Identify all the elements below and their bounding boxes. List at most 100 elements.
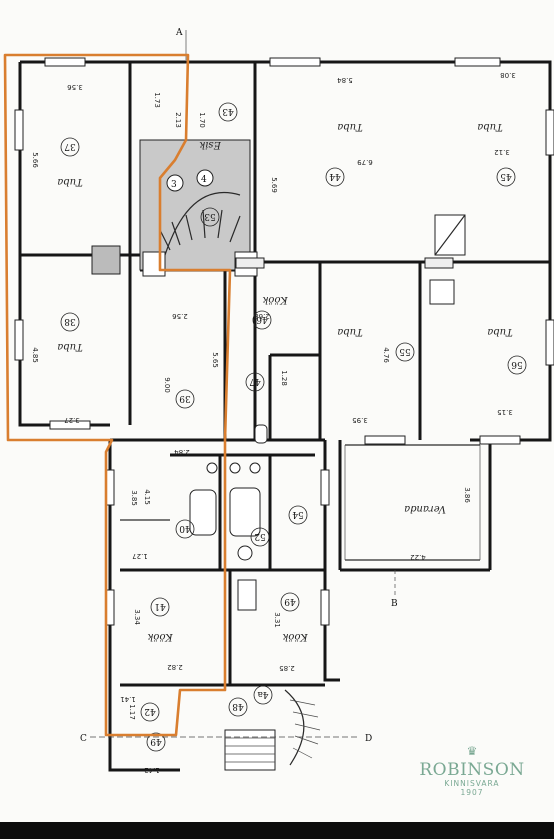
room-number-circle bbox=[60, 312, 80, 332]
stairwell: 3 4 bbox=[139, 139, 251, 271]
dimension-d13: 9.00 bbox=[163, 377, 171, 393]
dimension-d27: 2.82 bbox=[167, 663, 183, 671]
dimension-d11: 4.85 bbox=[31, 347, 39, 363]
room-number-circle bbox=[496, 167, 516, 187]
room-number-r55: 55 bbox=[399, 346, 411, 356]
room-name-r41: Köök bbox=[147, 631, 173, 642]
brand-name: ROBINSON bbox=[419, 760, 524, 780]
room-number-r42: 42 bbox=[144, 706, 155, 716]
dimension-d25: 3.34 bbox=[133, 609, 141, 625]
room-number-r43: 43 bbox=[222, 106, 234, 116]
dimension-d28: 1.41 bbox=[120, 695, 136, 703]
dimension-d4: 2.13 bbox=[174, 112, 182, 128]
room-name-r43: Esik bbox=[199, 139, 222, 150]
room-number-circle bbox=[218, 102, 238, 122]
section-marker-a-top: A bbox=[175, 28, 183, 38]
room-name-r46: Köök bbox=[262, 294, 288, 305]
room-number-circle bbox=[146, 732, 166, 752]
room-name-r45: Tuba bbox=[477, 121, 503, 132]
dimension-d24: 1.27 bbox=[132, 552, 148, 560]
dimension-d29: 1.17 bbox=[128, 704, 136, 720]
room-number-circle bbox=[228, 697, 248, 717]
room-number-circle bbox=[288, 505, 308, 525]
brand-sub: KINNISVARA bbox=[444, 779, 499, 788]
room-number-circle bbox=[253, 685, 273, 705]
dimension-d15: 2.56 bbox=[172, 312, 188, 320]
section-marker-c: C bbox=[80, 734, 87, 744]
dimension-d31: 4.22 bbox=[410, 553, 426, 561]
room-number-circle bbox=[60, 137, 80, 157]
dimension-d19: 3.95 bbox=[352, 416, 368, 424]
room-number-r39: 39 bbox=[179, 393, 191, 403]
room-number-r49: 49 bbox=[150, 736, 162, 746]
dimension-d6: 5.84 bbox=[337, 76, 353, 84]
room-number-circle bbox=[140, 702, 160, 722]
interior-walls bbox=[20, 62, 550, 685]
room-number-circle bbox=[280, 592, 300, 612]
dimension-d1: 3.56 bbox=[67, 83, 83, 91]
windows bbox=[14, 57, 554, 626]
room-name-r37: Tuba bbox=[57, 176, 83, 187]
dimension-d32: 3.86 bbox=[463, 487, 471, 503]
section-marker-d: D bbox=[365, 734, 372, 744]
dimension-d22: 4.15 bbox=[143, 489, 151, 505]
dimension-d26: 3.31 bbox=[273, 612, 281, 628]
stair-number-3: 3 bbox=[171, 180, 177, 190]
dimension-d5: 1.70 bbox=[198, 112, 206, 128]
room-name-veranda: Veranda bbox=[404, 503, 446, 514]
room-number-circle bbox=[175, 389, 195, 409]
crown-icon: ♛ bbox=[467, 744, 478, 758]
apartment-outline bbox=[3, 53, 232, 737]
dimension-d33: 2.85 bbox=[279, 664, 295, 672]
room-name-r44: Tuba bbox=[337, 121, 363, 132]
room-number-r54: 54 bbox=[292, 509, 304, 519]
room-number-r40: 40 bbox=[179, 523, 191, 533]
dimension-d9: 3.12 bbox=[494, 148, 510, 156]
room-number-circle bbox=[245, 372, 265, 392]
room-number-r56: 56 bbox=[511, 359, 523, 369]
fixtures bbox=[189, 424, 268, 611]
room-labels: 37Tuba38Tuba394041Köök4243Esik44Tuba45Tu… bbox=[57, 102, 527, 752]
dimension-d7: 3.08 bbox=[500, 71, 516, 79]
room-number-r45: 45 bbox=[500, 171, 512, 181]
dimension-d18: 4.76 bbox=[382, 347, 390, 363]
room-number-circle bbox=[252, 310, 272, 330]
room-number-r44: 44 bbox=[329, 171, 341, 181]
dimension-d2: 5.66 bbox=[31, 152, 39, 168]
brand-mark: 1907 bbox=[460, 788, 483, 797]
room-number-circle bbox=[250, 527, 270, 547]
room-number-circle bbox=[175, 519, 195, 539]
room-number-r53: 53 bbox=[204, 211, 216, 221]
dimension-d8: 6.79 bbox=[357, 158, 373, 166]
room-name-r56: Tuba bbox=[487, 326, 513, 337]
room-name-r49k: Köök bbox=[282, 631, 308, 642]
room-number-circle bbox=[150, 597, 170, 617]
dimension-d16: 2.68 bbox=[254, 312, 270, 320]
room-number-circle bbox=[325, 167, 345, 187]
dimension-d14: 5.65 bbox=[211, 352, 219, 368]
dimension-d23: 3.85 bbox=[130, 490, 138, 506]
brand-logo: ♛ ROBINSON KINNISVARA 1907 bbox=[419, 744, 524, 797]
room-number-r49k: 49 bbox=[284, 596, 296, 606]
stair-number-4: 4 bbox=[201, 175, 207, 185]
veranda-area bbox=[344, 444, 481, 561]
room-number-r4a: 4a bbox=[257, 689, 269, 699]
room-number-r37: 37 bbox=[64, 141, 76, 151]
room-number-circle bbox=[200, 207, 220, 227]
dimension-d10: 5.69 bbox=[270, 177, 278, 193]
dimension-d17: 1.28 bbox=[280, 370, 288, 386]
room-number-circle bbox=[395, 342, 415, 362]
room-number-r46: 46 bbox=[256, 314, 268, 324]
room-number-circle bbox=[507, 355, 527, 375]
dimension-d30: 1.42 bbox=[144, 766, 160, 774]
room-number-r52: 52 bbox=[254, 531, 265, 541]
room-number-r41: 41 bbox=[154, 601, 165, 611]
dimension-d20: 3.15 bbox=[497, 408, 513, 416]
bottom-edge bbox=[0, 822, 554, 839]
room-number-r47: 47 bbox=[249, 376, 261, 386]
section-marker-b: B bbox=[391, 599, 398, 609]
dimension-d21: 2.84 bbox=[174, 448, 190, 456]
